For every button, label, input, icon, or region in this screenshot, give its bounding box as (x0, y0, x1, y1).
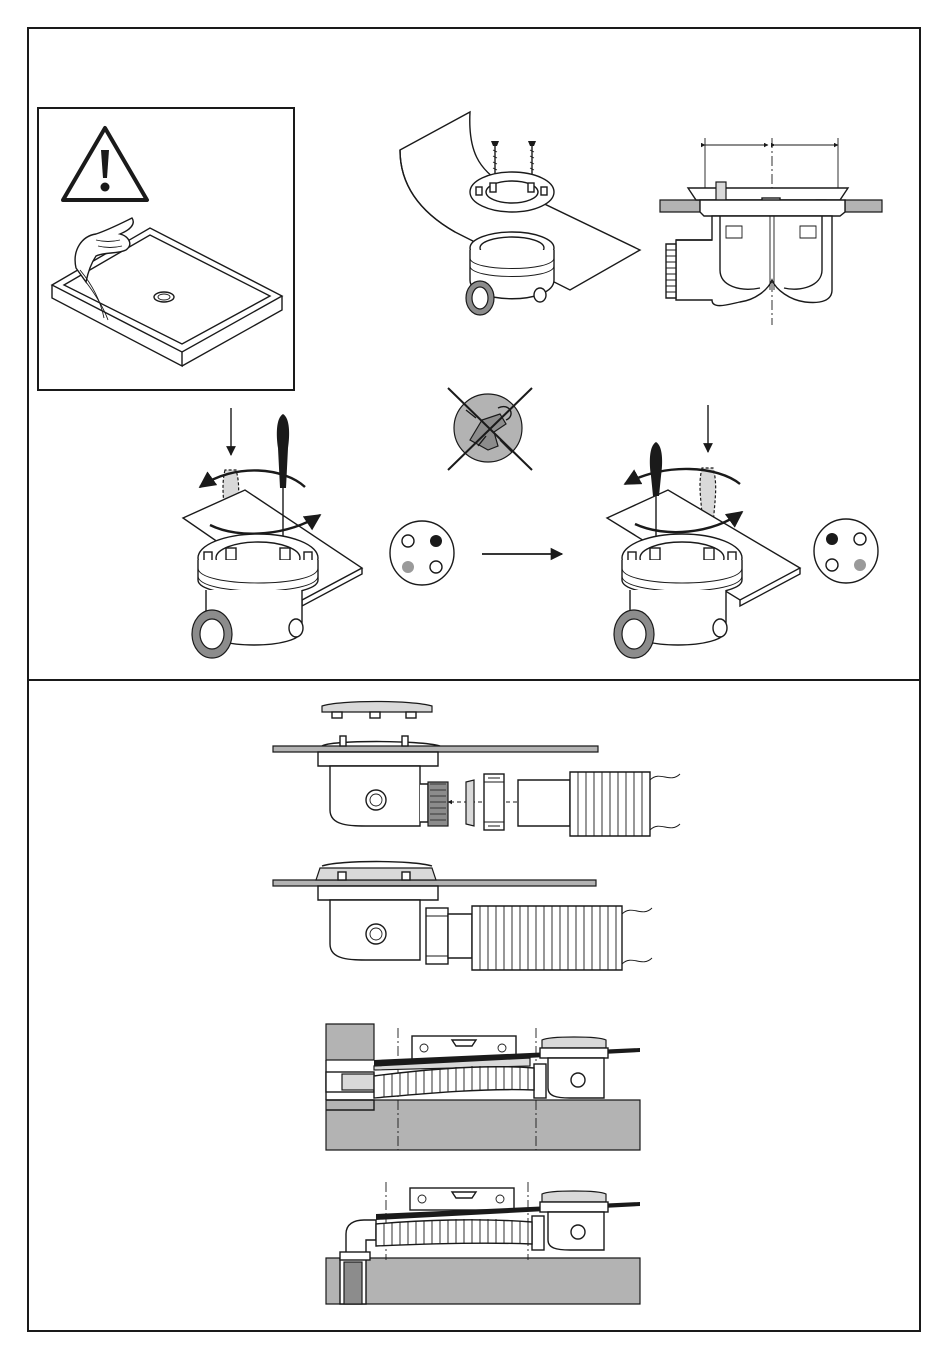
pattern-dot (430, 535, 442, 547)
shower-tray (52, 218, 282, 366)
pattern-dot (854, 559, 866, 571)
drain-section-view (660, 138, 882, 325)
warning-triangle-icon (63, 128, 147, 200)
pattern-dot (402, 561, 414, 573)
floor-drain-installation (326, 1182, 640, 1304)
assembly-tighten-right (607, 405, 800, 658)
pattern-dot (826, 559, 838, 571)
tighten-pattern-after (814, 519, 878, 583)
tighten-pattern-before (390, 521, 454, 585)
no-power-drill-icon (448, 388, 532, 470)
exploded-drain-view (400, 112, 640, 315)
hose-connection-exploded (273, 702, 680, 837)
corrugated-hose (570, 772, 680, 836)
warning-panel (38, 108, 294, 390)
hose-connection-assembled (273, 862, 652, 971)
corrugated-hose (472, 906, 652, 970)
assembly-tighten-left (183, 408, 362, 658)
pattern-dot (402, 535, 414, 547)
pattern-dot (826, 533, 838, 545)
pattern-dot (430, 561, 442, 573)
corrugated-hose (376, 1219, 532, 1246)
pattern-dot (854, 533, 866, 545)
wall-drain-installation (326, 1024, 640, 1150)
